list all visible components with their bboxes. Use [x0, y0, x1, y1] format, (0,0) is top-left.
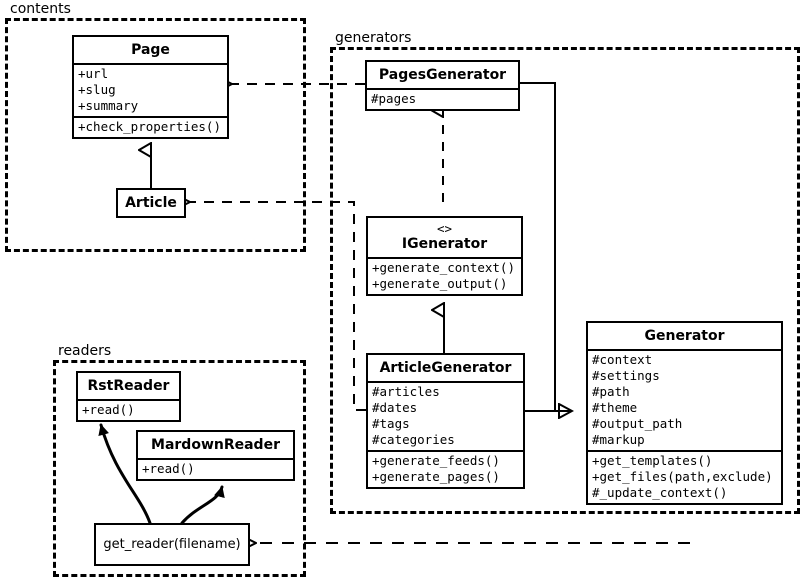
class-name: Article	[125, 195, 177, 211]
class-generator[interactable]: Generator #context#settings#path#theme#ou…	[586, 321, 783, 505]
class-methods: +get_templates()+get_files(path,exclude)…	[588, 450, 781, 503]
class-mardown-reader[interactable]: MardownReader +read()	[136, 430, 295, 481]
class-attributes: #context#settings#path#theme#output_path…	[588, 349, 781, 450]
class-attribute: #theme	[592, 400, 638, 415]
class-attribute: #output_path	[592, 416, 683, 431]
class-attribute: +summary	[78, 98, 139, 113]
class-name: ArticleGenerator	[379, 360, 512, 376]
class-name: Page	[131, 42, 170, 58]
class-name: IGenerator	[401, 236, 488, 252]
class-pages-generator[interactable]: PagesGenerator #pages	[365, 60, 520, 111]
class-method: +generate_context()	[372, 260, 515, 275]
package-contents	[5, 18, 306, 252]
class-article-generator[interactable]: ArticleGenerator #articles#dates#tags#cat…	[366, 353, 525, 489]
class-attribute: +slug	[78, 82, 116, 97]
class-attribute: #markup	[592, 432, 645, 447]
class-name: PagesGenerator	[378, 67, 507, 83]
class-attribute: #articles	[372, 384, 440, 399]
class-attribute: #path	[592, 384, 630, 399]
class-method: +check_properties()	[78, 119, 221, 134]
class-attribute: #settings	[592, 368, 660, 383]
class-rst-reader[interactable]: RstReader +read()	[76, 371, 181, 422]
class-attributes: #pages	[367, 88, 518, 109]
class-method: #_update_context()	[592, 485, 728, 500]
class-method: +get_files(path,exclude)	[592, 469, 773, 484]
class-attribute: +url	[78, 66, 109, 81]
function-get-reader[interactable]: get_reader(filename)	[94, 523, 250, 566]
class-igenerator[interactable]: <>IGenerator +generate_context()+generate…	[366, 216, 523, 296]
class-methods: +generate_context()+generate_output()	[368, 257, 521, 294]
function-get-reader-label: get_reader(filename)	[103, 537, 241, 552]
class-method: +get_templates()	[592, 453, 713, 468]
class-method: +generate_feeds()	[372, 453, 500, 468]
package-readers-label: readers	[56, 343, 114, 359]
class-stereotype: <>	[436, 221, 453, 236]
package-generators-label: generators	[333, 30, 414, 46]
class-methods: +generate_feeds()+generate_pages()	[368, 450, 523, 487]
class-name: MardownReader	[151, 437, 280, 453]
package-contents-label: contents	[8, 1, 73, 17]
class-methods: +read()	[78, 399, 179, 420]
class-method: +read()	[82, 402, 135, 417]
class-attribute: #tags	[372, 416, 410, 431]
class-attribute: #categories	[372, 432, 455, 447]
class-attributes: #articles#dates#tags#categories	[368, 381, 523, 450]
class-method: +generate_pages()	[372, 469, 500, 484]
class-methods: +read()	[138, 458, 293, 479]
class-page[interactable]: Page +url+slug+summary +check_properties()	[72, 35, 229, 139]
class-method: +read()	[142, 461, 195, 476]
class-method: +generate_output()	[372, 276, 508, 291]
class-name: RstReader	[87, 378, 170, 394]
class-methods: +check_properties()	[74, 116, 227, 137]
class-article[interactable]: Article	[116, 188, 186, 218]
class-attributes: +url+slug+summary	[74, 63, 227, 116]
class-attribute: #context	[592, 352, 653, 367]
class-name: Generator	[644, 328, 725, 344]
class-attribute: #dates	[372, 400, 418, 415]
package-readers	[53, 360, 306, 577]
class-attribute: #pages	[371, 91, 417, 106]
